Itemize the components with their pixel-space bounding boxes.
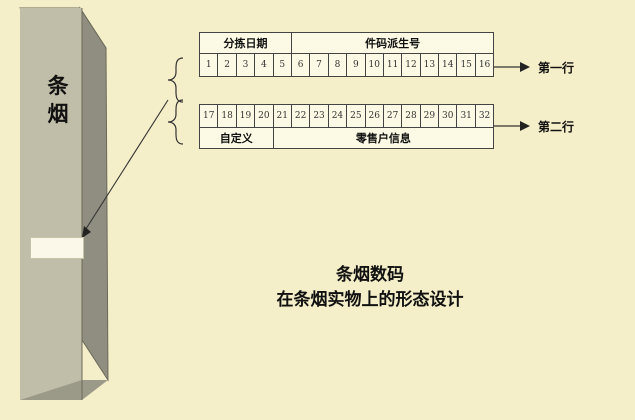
pointer-arrowhead (82, 226, 91, 238)
grid-cell: 6 (290, 53, 311, 77)
grid-top-header: 分拣日期 件码派生号 (199, 32, 495, 54)
grid-cell: 13 (419, 53, 440, 77)
carton-label-1: 条 (47, 74, 69, 98)
grid-cell: 20 (254, 104, 274, 128)
brace-row-1 (167, 57, 184, 103)
caption-subtitle: 在条烟实物上的形态设计 (276, 290, 464, 310)
carton-code-patch (30, 237, 84, 259)
grid-cell: 8 (327, 53, 348, 77)
grid-cell: 30 (438, 104, 458, 128)
grid-cell: 14 (438, 53, 458, 77)
pointer-line (83, 99, 169, 233)
grid-cell: 9 (346, 53, 366, 77)
grid-cell: 11 (382, 53, 403, 77)
grid-cell: 12 (401, 53, 421, 77)
row-1-arrowhead (520, 62, 530, 72)
header-item-code: 件码派生号 (290, 32, 495, 54)
grid-cell: 16 (474, 53, 495, 77)
grid-cell: 23 (309, 104, 329, 128)
grid-cell: 26 (364, 104, 384, 128)
grid-cell: 19 (235, 104, 256, 128)
carton-label-2: 烟 (47, 102, 69, 126)
grid-bottom-footer: 自定义 零售户信息 (199, 127, 495, 149)
grid-cell: 2 (217, 53, 237, 77)
grid-cell: 31 (456, 104, 476, 128)
brace-row-2 (167, 99, 184, 145)
header-sort-date: 分拣日期 (199, 32, 292, 54)
row-label-1: 第一行 (538, 61, 575, 75)
grid-cell: 10 (364, 53, 384, 77)
row-2-arrowhead (520, 121, 530, 131)
grid-cell: 15 (456, 53, 476, 77)
grid-cell: 27 (382, 104, 403, 128)
carton-front-face-shade (20, 8, 82, 400)
grid-cell: 22 (290, 104, 311, 128)
row-label-2: 第二行 (538, 120, 575, 134)
grid-cell: 5 (272, 53, 292, 77)
grid-cell: 29 (419, 104, 440, 128)
footer-custom: 自定义 (199, 127, 274, 149)
carton-bottom-face (20, 380, 108, 400)
footer-retailer-info: 零售户信息 (272, 127, 495, 149)
carton-side-face (79, 6, 109, 382)
grid-cell: 17 (198, 104, 219, 128)
grid-cell: 28 (401, 104, 421, 128)
grid-cell: 1 (198, 53, 219, 77)
grid-cell: 4 (254, 53, 274, 77)
grid-cell: 25 (346, 104, 366, 128)
grid-cell: 24 (327, 104, 348, 128)
caption-title: 条烟数码 (336, 265, 404, 285)
grid-cell: 3 (235, 53, 256, 77)
grid-cell: 32 (474, 104, 495, 128)
grid-cell: 18 (217, 104, 237, 128)
grid-cell: 7 (309, 53, 329, 77)
grid-cell: 21 (272, 104, 292, 128)
